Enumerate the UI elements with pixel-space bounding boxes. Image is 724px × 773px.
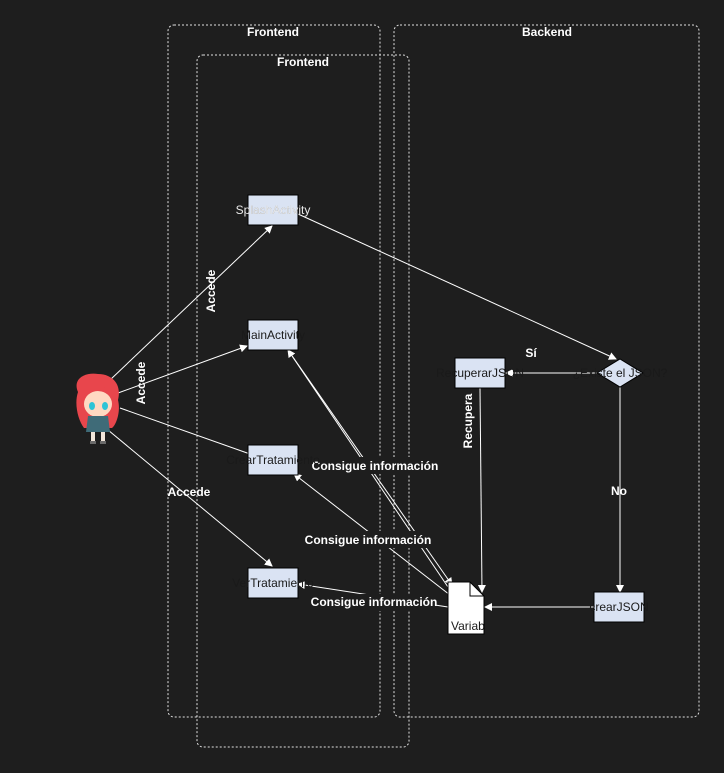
label-bg bbox=[312, 594, 436, 611]
label-consigue-crear: Consigue información bbox=[305, 533, 432, 547]
node-crearjson-label: crearJSON bbox=[589, 600, 648, 614]
node-crear-label: CrearTratamiento bbox=[226, 453, 320, 467]
edge-actor-crear bbox=[119, 407, 251, 455]
node-ver-label: VerTratamiento bbox=[232, 576, 314, 590]
frontend-outer-label: Frontend bbox=[247, 25, 299, 39]
edge-recuperar-variable bbox=[477, 387, 486, 593]
edge-actor-splash bbox=[109, 225, 273, 381]
backend-label: Backend bbox=[522, 25, 572, 39]
girl-character-icon bbox=[76, 373, 119, 444]
node-splash-label: SplashActivity bbox=[236, 203, 311, 217]
label-accede-main: Accede bbox=[134, 361, 148, 404]
document-fold bbox=[469, 582, 484, 597]
label-no: No bbox=[611, 484, 627, 498]
frontend-outer-container bbox=[167, 24, 381, 718]
backend-container bbox=[393, 24, 700, 718]
node-variable-label: Variab bbox=[451, 619, 485, 633]
node-main-label: MainActivity bbox=[241, 328, 305, 342]
label-consigue-main: Consigue información bbox=[312, 459, 439, 473]
node-ver-tratamiento bbox=[247, 567, 299, 599]
node-decision bbox=[596, 358, 644, 388]
node-splash-activity bbox=[247, 194, 299, 226]
node-recuperar-label: RecuperarJSON bbox=[436, 366, 524, 380]
label-accede-splash: Accede bbox=[204, 269, 218, 312]
label-accede-ver: Accede bbox=[168, 485, 211, 499]
node-splash-overflow: SplashActivity bbox=[236, 203, 311, 217]
edge-actor-main bbox=[117, 344, 248, 394]
node-recuperar-json bbox=[454, 357, 506, 389]
frontend-inner-label: Frontend bbox=[277, 55, 329, 69]
label-consigue-ver: Consigue información bbox=[311, 595, 438, 609]
node-crear-json bbox=[593, 591, 645, 623]
frontend-inner-container bbox=[196, 54, 410, 748]
node-variable-document bbox=[447, 581, 485, 635]
label-bg bbox=[305, 531, 431, 548]
label-recupera: Recupera bbox=[461, 393, 475, 448]
edge-actor-ver bbox=[107, 429, 273, 567]
edge-splash-decision bbox=[297, 213, 617, 360]
label-si: Sí bbox=[525, 346, 537, 360]
node-decision-label: ¿Existe el JSON? bbox=[573, 366, 668, 380]
node-crear-tratamiento bbox=[247, 444, 299, 476]
node-main-activity bbox=[247, 319, 299, 351]
